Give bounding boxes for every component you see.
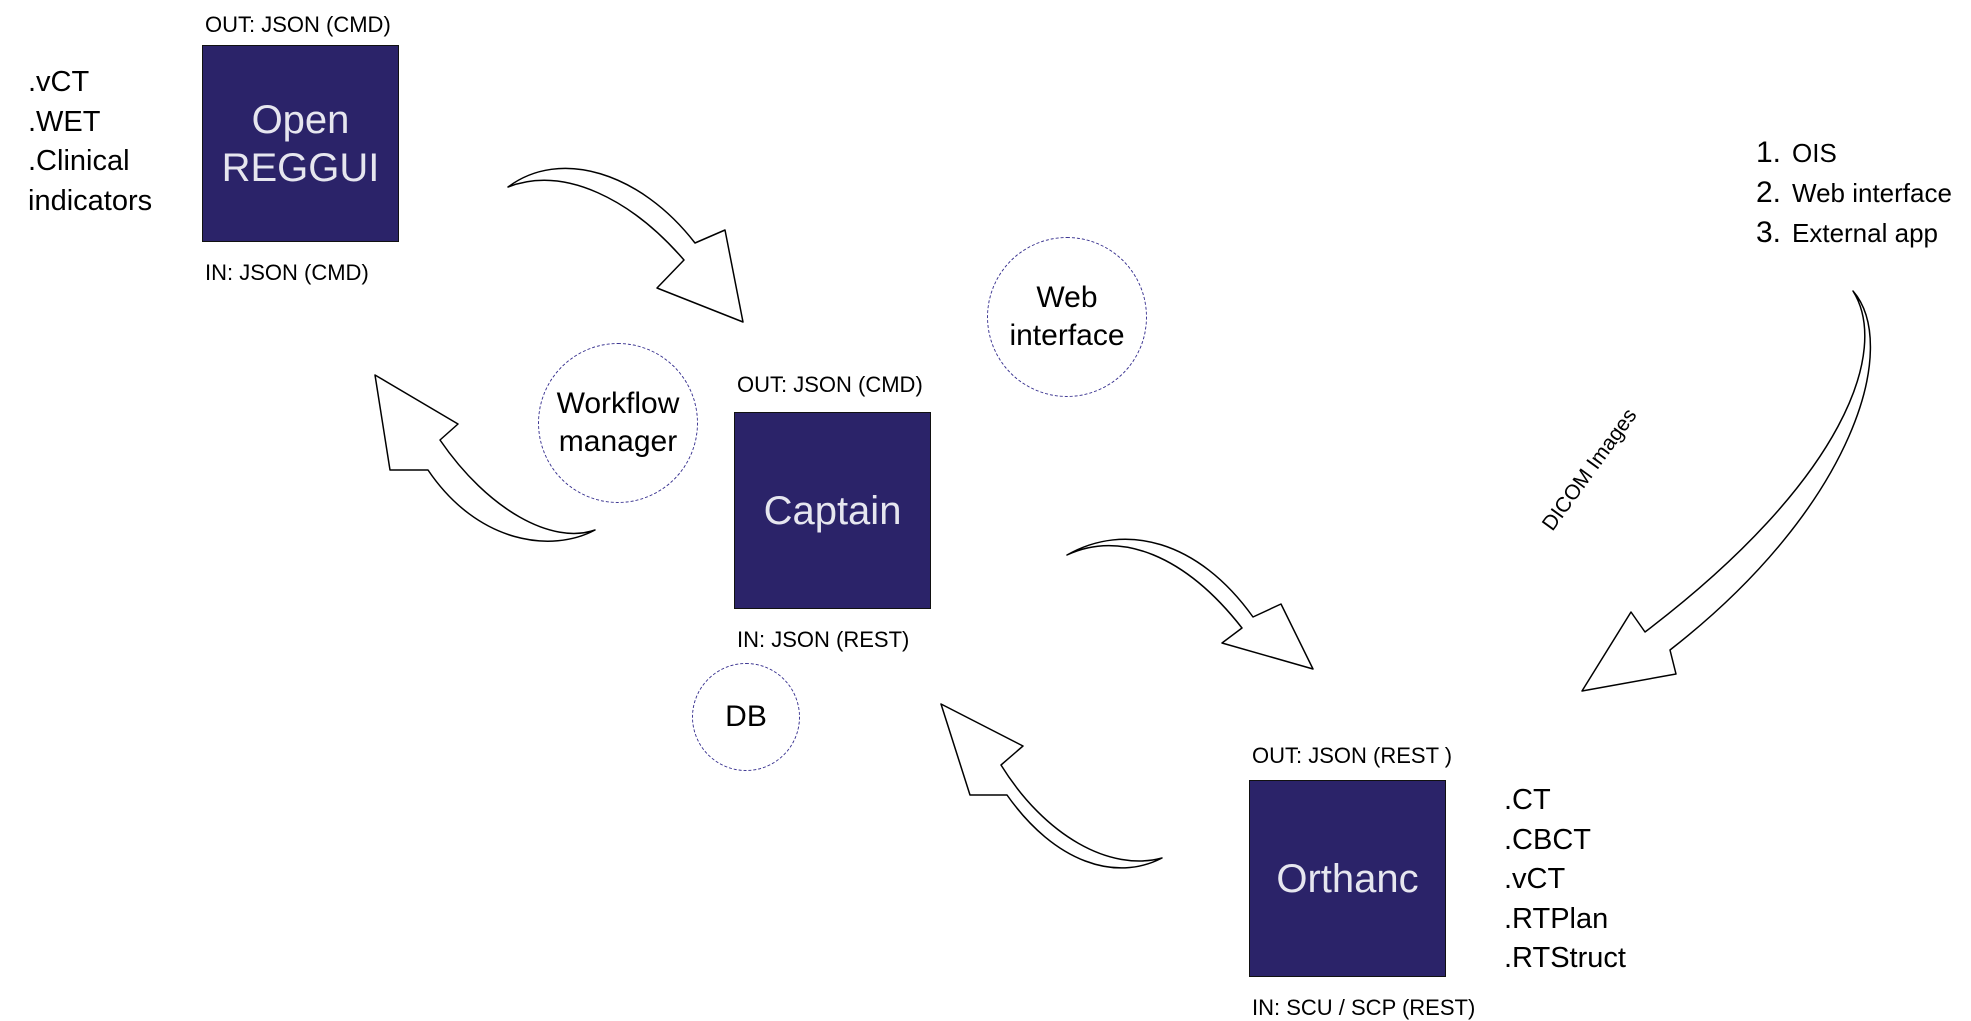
reggui-data-type: .vCT bbox=[28, 66, 90, 98]
orthanc-data-type: .CT bbox=[1504, 784, 1551, 816]
external-sources-list: 1. OIS 2. Web interface 3. External app bbox=[1756, 136, 1952, 256]
reggui-data-type: .Clinical bbox=[28, 145, 130, 177]
orthanc-data-type: .RTStruct bbox=[1504, 942, 1626, 974]
source-item: 1. OIS bbox=[1756, 136, 1952, 176]
source-number: 2. bbox=[1756, 176, 1782, 209]
source-number: 1. bbox=[1756, 136, 1782, 169]
reggui-output-label: OUT: JSON (CMD) bbox=[205, 12, 391, 37]
orthanc-output-label: OUT: JSON (REST ) bbox=[1252, 743, 1453, 768]
arrow-orthanc-to-captain bbox=[940, 703, 1163, 869]
arrow-captain-to-orthanc bbox=[1066, 538, 1314, 670]
captain-node[interactable]: Captain bbox=[734, 412, 931, 609]
source-label: External app bbox=[1792, 218, 1938, 248]
reggui-input-label: IN: JSON (CMD) bbox=[205, 260, 369, 285]
source-item: 2. Web interface bbox=[1756, 176, 1952, 216]
orthanc-node[interactable]: Orthanc bbox=[1249, 780, 1446, 977]
reggui-data-type: .WET bbox=[28, 105, 101, 138]
source-label: Web interface bbox=[1792, 178, 1952, 208]
orthanc-title: Orthanc bbox=[1276, 856, 1419, 901]
db-bubble: DB bbox=[692, 663, 800, 771]
reggui-data-type: indicators bbox=[28, 184, 153, 217]
source-item: 3. External app bbox=[1756, 216, 1952, 256]
web-interface-bubble: Web interface bbox=[987, 237, 1147, 397]
open-reggui-node[interactable]: Open REGGUI bbox=[202, 45, 399, 242]
source-number: 3. bbox=[1756, 216, 1782, 249]
open-reggui-title: Open REGGUI bbox=[221, 97, 380, 190]
source-label: OIS bbox=[1792, 138, 1837, 168]
orthanc-data-type: .vCT bbox=[1504, 863, 1566, 895]
reggui-data-types: .vCT .WET .Clinical indicators bbox=[28, 63, 152, 221]
captain-title: Captain bbox=[763, 488, 902, 533]
orthanc-data-type: .CBCT bbox=[1504, 823, 1591, 856]
captain-input-label: IN: JSON (REST) bbox=[737, 627, 910, 652]
arrow-dicom-to-orthanc bbox=[1581, 290, 1872, 692]
orthanc-data-types: .CT .CBCT .vCT .RTPlan .RTStruct bbox=[1504, 781, 1626, 979]
orthanc-data-type: .RTPlan bbox=[1504, 902, 1609, 935]
captain-output-label: OUT: JSON (CMD) bbox=[737, 372, 923, 397]
workflow-manager-bubble: Workflow manager bbox=[538, 343, 698, 503]
arrow-reggui-to-captain bbox=[507, 167, 744, 323]
orthanc-input-label: IN: SCU / SCP (REST) bbox=[1252, 995, 1476, 1020]
arrow-captain-to-reggui bbox=[374, 374, 596, 542]
